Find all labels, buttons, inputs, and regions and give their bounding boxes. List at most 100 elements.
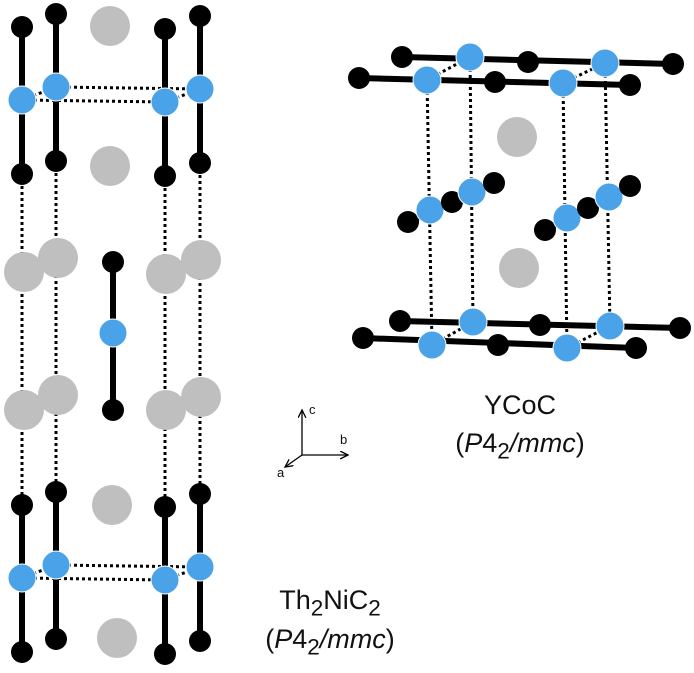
carbon-atom — [11, 494, 33, 516]
carbon-atom — [391, 46, 413, 68]
metal-atom — [552, 333, 582, 363]
rare_earth-atom — [38, 375, 78, 415]
metal-atom — [455, 42, 485, 72]
carbon-atom — [389, 310, 411, 332]
metal-atom — [150, 565, 180, 595]
ycoc-formula: YCoC — [483, 390, 557, 420]
carbon-atom — [577, 197, 599, 219]
carbon-atom — [352, 327, 374, 349]
sg-rest: /mmc — [319, 624, 386, 654]
carbon-atom — [45, 150, 67, 172]
formula-sub: 2 — [310, 595, 324, 621]
paren: ) — [575, 428, 585, 458]
carbon-atom — [669, 317, 691, 339]
carbon-atom — [11, 163, 33, 185]
carbon-atom — [441, 191, 463, 213]
carbon-atom — [348, 67, 370, 89]
carbon-atom — [189, 483, 211, 505]
dotted-cell-edge — [603, 62, 612, 327]
carbon-atom — [189, 630, 211, 652]
sg-letter: P — [274, 624, 293, 654]
carbon-atom — [662, 53, 684, 75]
carbon-atom — [484, 71, 506, 93]
formula-part: NiC — [323, 585, 369, 615]
carbon-atom — [189, 5, 211, 27]
carbon-atom — [397, 211, 419, 233]
rare_earth-atom — [181, 240, 221, 280]
metal-atom — [594, 182, 624, 212]
rare_earth-atom — [90, 146, 130, 186]
carbon-atom — [517, 51, 539, 73]
carbon-atom — [11, 16, 33, 38]
carbon-atom — [189, 152, 211, 174]
metal-atom — [595, 311, 625, 341]
metal-atom — [417, 330, 447, 360]
rare_earth-atom — [92, 485, 132, 525]
dotted-cell-edge — [55, 563, 201, 569]
rare_earth-atom — [146, 390, 186, 430]
carbon-atom — [529, 314, 551, 336]
metal-atom — [458, 307, 488, 337]
carbon-atom — [45, 628, 67, 650]
carbon-atom — [11, 641, 33, 663]
a-axis-arrow — [285, 454, 303, 467]
rare_earth-atom — [181, 377, 221, 417]
ycoc-label: YCoC — [440, 390, 600, 421]
metal-atom — [41, 550, 71, 580]
sg-sub: 2 — [497, 438, 510, 464]
sg-rest: /mmc — [509, 428, 576, 458]
metal-atom — [548, 68, 578, 98]
metal-atom — [150, 87, 180, 117]
carbon-atom — [619, 175, 641, 197]
carbon-atom — [619, 74, 641, 96]
metal-atom — [552, 203, 582, 233]
th2nic2-label: Th2NiC2 — [245, 585, 415, 621]
metal-atom — [590, 48, 620, 78]
dotted-cell-edge — [21, 576, 166, 582]
sg-letter: P — [464, 428, 483, 458]
carbon-atom — [487, 334, 509, 356]
carbon-atom — [483, 172, 505, 194]
carbon-atom — [45, 3, 67, 25]
metal-atom — [41, 72, 71, 102]
rare_earth-atom — [38, 238, 78, 278]
metal-atom — [7, 85, 37, 115]
metal-atom — [457, 177, 487, 207]
rare_earth-atom — [90, 6, 130, 46]
metal-atom — [415, 195, 445, 225]
paren: ( — [455, 428, 465, 458]
rare_earth-atom — [4, 252, 44, 292]
dotted-cell-edge — [21, 98, 166, 104]
rare_earth-atom — [146, 254, 186, 294]
carbon-atom — [625, 337, 647, 359]
th2nic2-space-group: (P42/mmc) — [245, 624, 415, 660]
metal-atom — [185, 552, 215, 582]
carbon-atom — [102, 251, 124, 273]
formula-sub: 2 — [368, 595, 381, 621]
carbon-atom — [534, 219, 556, 241]
paren: ( — [265, 624, 275, 654]
carbon-atom — [102, 399, 124, 421]
ycoc-space-group: (P42/mmc) — [440, 428, 600, 464]
rare_earth-atom — [499, 248, 539, 288]
sg-number: 4 — [482, 428, 498, 458]
carbon-atom — [154, 165, 176, 187]
metal-atom — [7, 563, 37, 593]
metal-atom — [412, 65, 442, 95]
rare_earth-atom — [4, 390, 44, 430]
metal-atom — [185, 74, 215, 104]
dotted-cell-edge — [55, 85, 201, 91]
sg-sub: 2 — [307, 634, 320, 660]
sg-number: 4 — [292, 624, 308, 654]
carbon-atom — [154, 496, 176, 518]
rare_earth-atom — [497, 117, 537, 157]
carbon-atom — [154, 643, 176, 665]
carbon-atom — [154, 18, 176, 40]
carbon-atom — [45, 481, 67, 503]
axis-label-a: a — [277, 465, 285, 480]
paren: ) — [385, 624, 395, 654]
metal-atom — [98, 318, 128, 348]
axis-label-b: b — [340, 432, 348, 447]
